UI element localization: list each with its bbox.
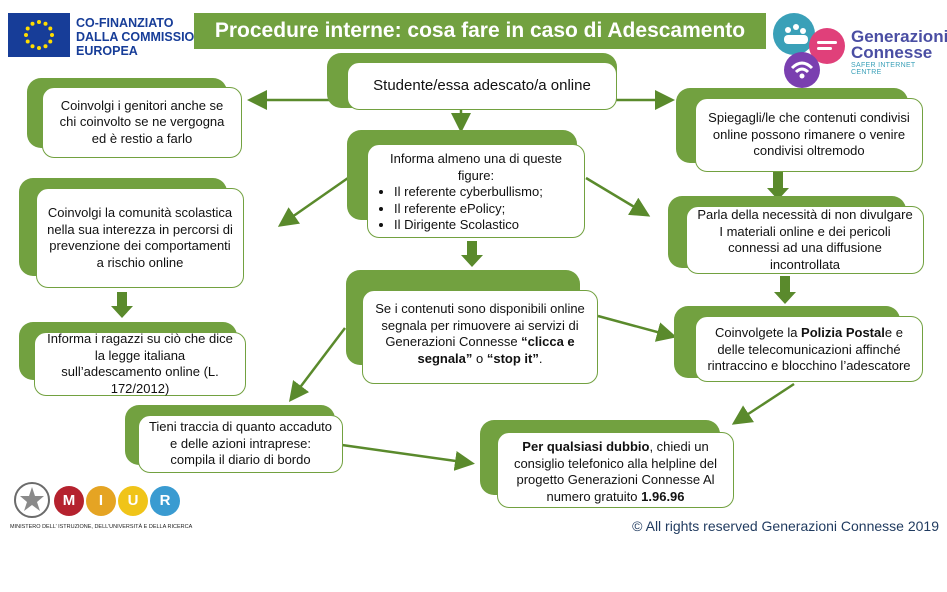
node-spiegagli: Spiegagli/le che contenuti condivisi onl… <box>695 98 923 172</box>
miur-caption: MINISTERO DELL’ ISTRUZIONE, DELL’UNIVERS… <box>10 524 193 530</box>
arrow-contenuti-to-polizia <box>597 314 677 342</box>
list-item: Il referente cyberbullismo; <box>394 184 576 201</box>
node-genitori: Coinvolgi i genitori anche se chi coinvo… <box>42 87 242 158</box>
arrow-informa-to-contenuti <box>461 241 483 267</box>
node-traccia: Tieni traccia di quanto accaduto e delle… <box>138 415 343 473</box>
arrow-spiegagli-to-parla <box>767 172 789 200</box>
arrow-comunita-to-ragazzi <box>111 292 133 318</box>
contenuti-text: o <box>472 350 487 366</box>
logo-tagline: SAFER INTERNET CENTRE <box>851 62 916 76</box>
contenuti-text: Se i contenuti sono disponibili online s… <box>375 301 585 349</box>
dubbio-text: , chiedi un consiglio telefonico alla he… <box>513 439 718 504</box>
eu-text-line: CO-FINANZIATO <box>76 16 174 30</box>
polizia-postale-label: Polizia Postal <box>801 325 885 340</box>
miur-letter-r: R <box>150 486 180 516</box>
miur-letter-i: I <box>86 486 116 516</box>
arrow-informa-to-parla <box>585 176 651 217</box>
eu-flag-logo <box>8 13 70 57</box>
node-ragazzi: Informa i ragazzi su ciò che dice la leg… <box>34 331 246 396</box>
stop-it-label: “stop it” <box>486 350 539 366</box>
polizia-text: Coinvolgete la <box>715 325 802 340</box>
copyright-text: © All rights reserved Generazioni Connes… <box>632 518 939 534</box>
eu-text-line: DALLA COMMISSIONE <box>76 30 212 44</box>
clicca-e-segnala-label: “clicca e segnala” <box>417 334 575 366</box>
miur-letter-u: U <box>118 486 148 516</box>
list-item: Il Dirigente Scolastico <box>394 217 576 234</box>
logo-text: Generazioni <box>851 27 947 46</box>
arrow-contenuti-to-traccia <box>288 327 346 402</box>
list-item: Il referente ePolicy; <box>394 201 576 218</box>
miur-letter-m: M <box>54 486 84 516</box>
generazioni-connesse-logo-icon <box>773 13 845 88</box>
arrow-informa-to-comunita <box>277 176 349 227</box>
helpline-number: 1.96.96 <box>641 488 685 504</box>
eu-cofinancing-text: CO-FINANZIATO DALLA COMMISSIONE EUROPEA <box>76 16 212 58</box>
eu-text-line: EUROPEA <box>76 44 138 58</box>
arrow-polizia-to-dubbio <box>731 382 795 425</box>
node-informa: Informa almeno una di queste figure: Il … <box>367 144 585 238</box>
informa-list: Il referente cyberbullismo; Il referente… <box>376 184 576 234</box>
page-title: Procedure interne: cosa fare in caso di … <box>194 13 766 78</box>
dubbio-bold-label: Per qualsiasi dubbio <box>522 439 650 454</box>
node-contenuti: Se i contenuti sono disponibili online s… <box>362 290 598 384</box>
arrow-parla-to-polizia <box>774 276 796 304</box>
node-parla: Parla della necessità di non divulgare I… <box>686 206 924 274</box>
logo-text: Connesse <box>851 43 933 62</box>
miur-logo: M I U R <box>54 486 180 516</box>
informa-title: Informa almeno una di queste figure: <box>390 151 562 183</box>
contenuti-text: . <box>538 350 543 366</box>
arrow-traccia-to-dubbio <box>341 443 475 471</box>
node-comunita: Coinvolgi la comunità scolastica nella s… <box>36 188 244 288</box>
node-start: Studente/essa adescato/a online <box>347 62 617 110</box>
eu-stars-icon <box>24 20 54 50</box>
node-polizia: Coinvolgete la Polizia Postale e delle t… <box>695 316 923 382</box>
polizia-text: e e delle telecomunicazioni affinché rin… <box>707 325 911 373</box>
italian-republic-emblem-icon <box>14 482 50 518</box>
node-dubbio: Per qualsiasi dubbio, chiedi un consigli… <box>497 432 734 508</box>
